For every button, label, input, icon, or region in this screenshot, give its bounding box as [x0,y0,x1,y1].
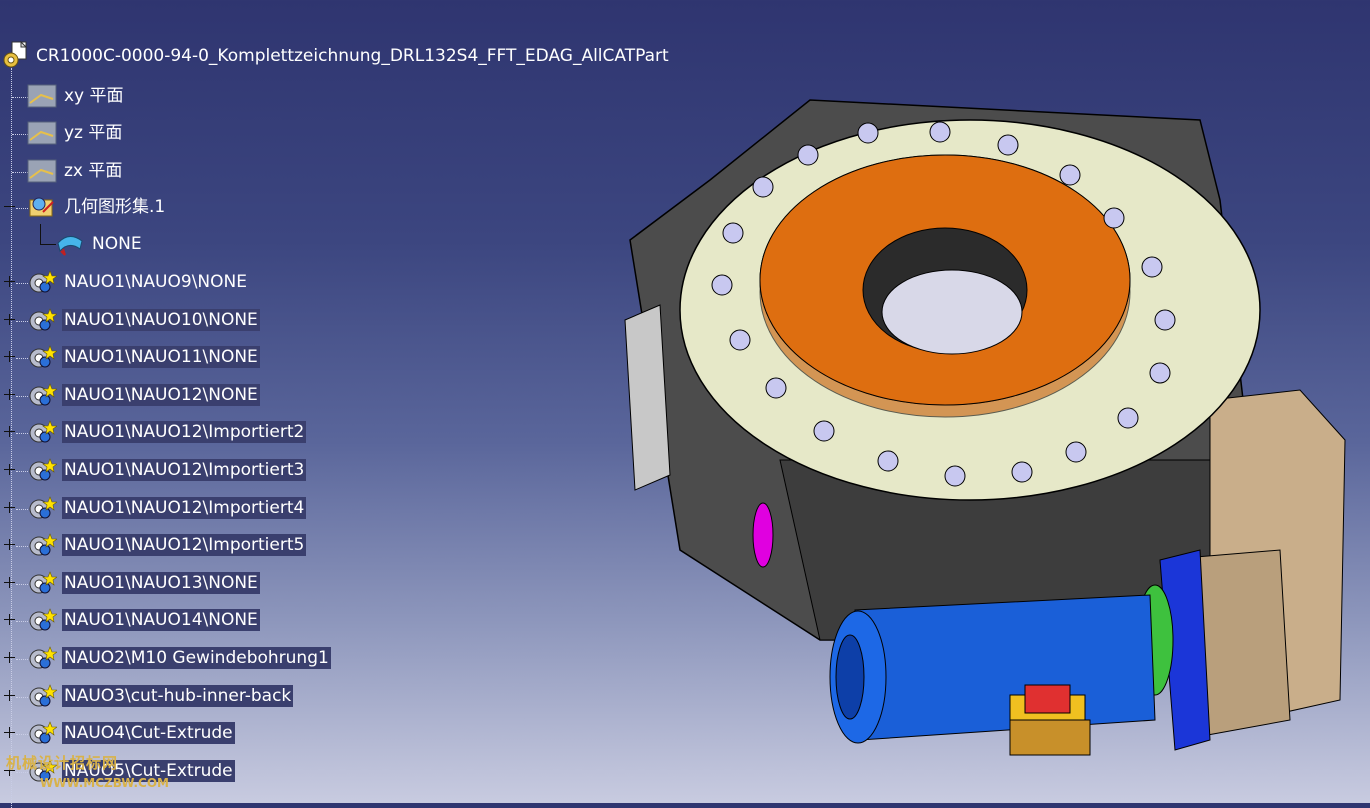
tree-node-label: NONE [92,234,142,254]
turntable-model [624,99,1346,756]
expand-toggle-icon[interactable] [4,351,15,362]
tree-node-label: NAUO1\NAUO12\Importiert3 [62,459,307,481]
expand-toggle-icon[interactable] [4,426,15,437]
expand-toggle-icon[interactable] [4,577,15,588]
tree-node-label: NAUO1\NAUO12\NONE [62,384,260,406]
specification-tree: CR1000C-0000-94-0_Komplettzeichnung_DRL1… [0,0,669,808]
body-gear-icon [27,683,58,709]
body-gear-icon [27,570,58,596]
body-gear-icon [27,269,58,295]
expand-toggle-icon[interactable] [4,539,15,550]
expand-toggle-icon[interactable] [4,652,15,663]
plane-icon [27,83,57,109]
tree-node-label: 几何图形集.1 [64,197,166,217]
tree-node-label: zx 平面 [64,161,123,181]
tree-connector-line [40,244,56,245]
expand-toggle-icon[interactable] [4,314,15,325]
tree-node-label: NAUO1\NAUO9\NONE [64,272,247,292]
tree-node-label: NAUO3\cut-hub-inner-back [62,685,294,707]
watermark-text: 机械设计招标网 [6,754,119,772]
expand-toggle-icon[interactable] [4,727,15,738]
body-gear-icon [27,758,58,784]
expand-toggle-icon[interactable] [4,389,15,400]
tree-node-label: NAUO4\Cut-Extrude [62,722,235,744]
tree-node-label: NAUO1\NAUO11\NONE [62,346,260,368]
body-gear-icon [27,419,58,445]
expand-toggle-icon[interactable] [4,614,15,625]
expand-toggle-icon[interactable] [4,502,15,513]
collapse-toggle-icon[interactable] [4,201,15,212]
body-gear-icon [27,457,58,483]
body-gear-icon [27,495,58,521]
plane-icon [27,158,57,184]
geometrical-set-icon [27,194,57,220]
tree-node-label: NAUO5\Cut-Extrude [62,760,235,782]
watermark-url: WWW.MCZBW.COM [40,776,169,790]
tree-node-label: NAUO1\NAUO13\NONE [62,572,260,594]
body-gear-icon [27,344,58,370]
tree-node-label: NAUO1\NAUO12\Importiert4 [62,497,307,519]
tree-node-label: NAUO1\NAUO14\NONE [62,609,260,631]
expand-toggle-icon[interactable] [4,765,15,776]
plane-icon [27,120,57,146]
tree-node-label: xy 平面 [64,86,124,106]
body-gear-icon [27,382,58,408]
expand-toggle-icon[interactable] [4,276,15,287]
surface-icon [55,231,85,257]
body-gear-icon [27,720,58,746]
tree-node-label: NAUO2\M10 Gewindebohrung1 [62,647,331,669]
tree-node-label: NAUO1\NAUO12\Importiert2 [62,421,307,443]
tree-node-label: NAUO1\NAUO10\NONE [62,309,260,331]
expand-toggle-icon[interactable] [4,690,15,701]
3d-viewport[interactable] [600,80,1360,804]
tree-connector-line [40,224,41,244]
tree-connector-line [11,68,12,808]
root-part-label[interactable]: CR1000C-0000-94-0_Komplettzeichnung_DRL1… [36,46,669,66]
part-document-icon[interactable] [2,40,32,70]
body-gear-icon [27,532,58,558]
tree-node-label: yz 平面 [64,123,123,143]
expand-toggle-icon[interactable] [4,464,15,475]
body-gear-icon [27,307,58,333]
body-gear-icon [27,607,58,633]
tree-node-label: NAUO1\NAUO12\Importiert5 [62,534,307,556]
body-gear-icon [27,645,58,671]
